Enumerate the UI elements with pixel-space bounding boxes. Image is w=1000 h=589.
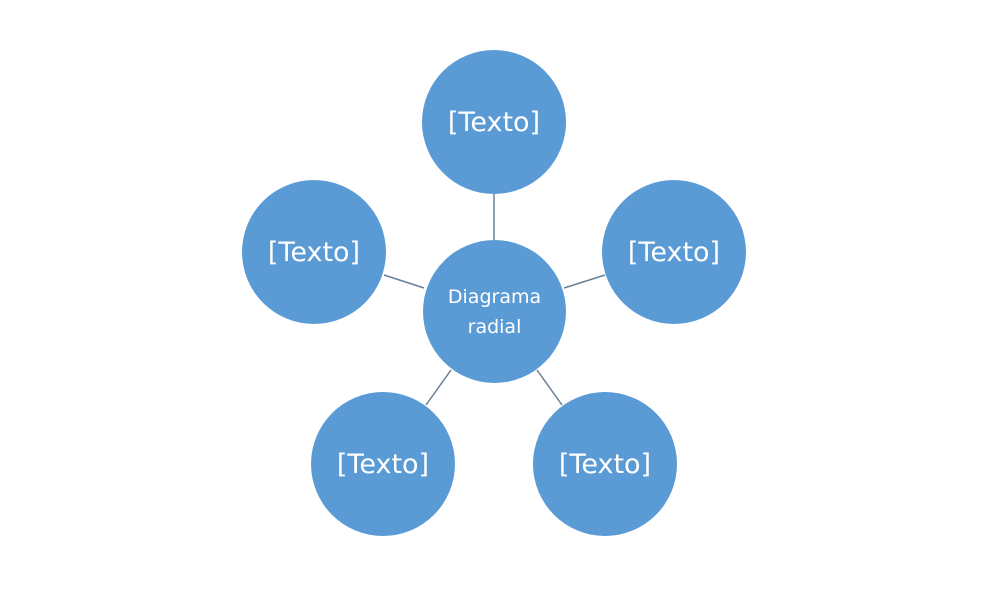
center-label-line2: radial: [467, 315, 522, 338]
node-label: [Texto]: [267, 236, 361, 268]
node-bottom-left: [Texto]: [311, 392, 455, 536]
center-node: Diagrama radial: [423, 240, 566, 383]
node-right: [Texto]: [602, 180, 746, 324]
center-label-line1: Diagrama: [447, 285, 542, 308]
connector-left: [383, 274, 425, 289]
node-bottom-right: [Texto]: [533, 392, 677, 536]
node-label: [Texto]: [627, 236, 721, 268]
node-label: [Texto]: [336, 448, 430, 480]
connector-bottom-right: [536, 369, 563, 406]
node-label: [Texto]: [558, 448, 652, 480]
node-top: [Texto]: [422, 50, 566, 194]
node-label: [Texto]: [447, 106, 541, 138]
connector-right: [563, 274, 606, 289]
node-left: [Texto]: [242, 180, 386, 324]
connector-bottom-left: [425, 369, 452, 406]
